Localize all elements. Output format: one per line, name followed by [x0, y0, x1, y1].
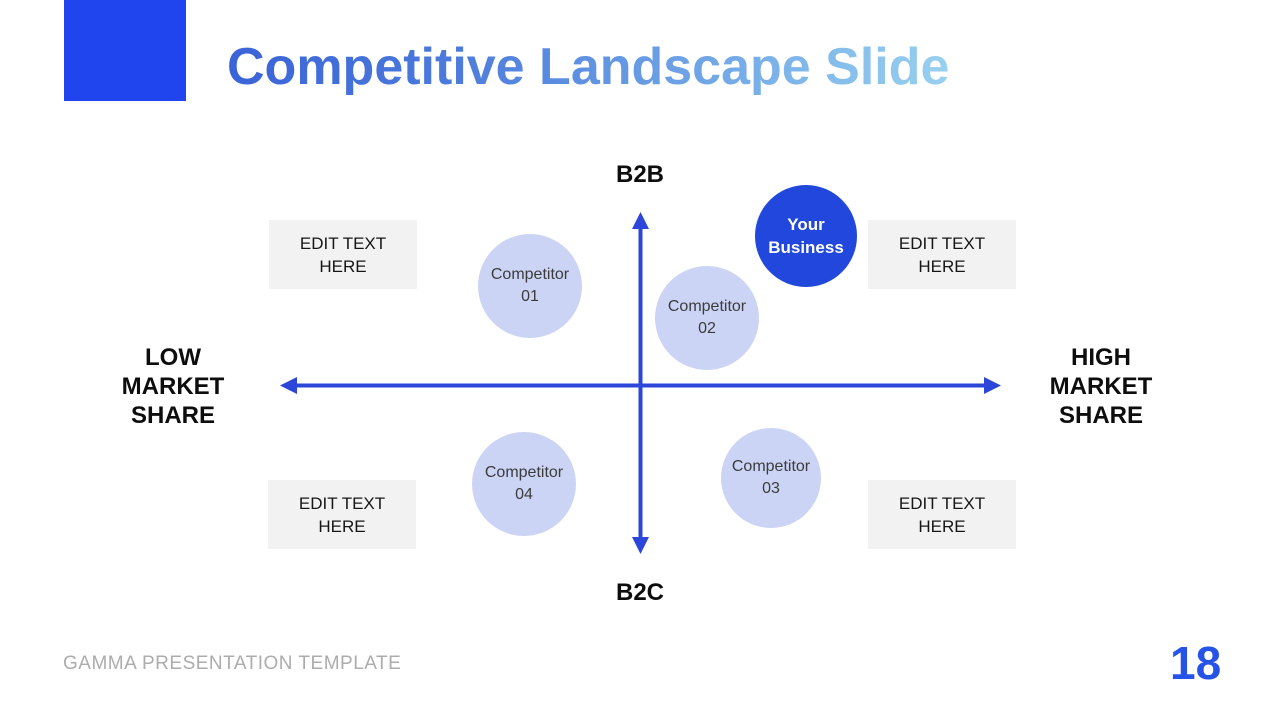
competitor-04-bubble[interactable]: Competitor 04: [472, 432, 576, 536]
competitor-02-bubble[interactable]: Competitor 02: [655, 266, 759, 370]
axis-label-b2c: B2C: [615, 579, 664, 606]
edit-text-placeholder-top-right[interactable]: EDIT TEXT HERE: [868, 220, 1016, 289]
axis-label-low-market-share: LOW MARKET SHARE: [121, 344, 225, 429]
edit-text-placeholder-bottom-left[interactable]: EDIT TEXT HERE: [268, 480, 416, 549]
competitor-01-bubble[interactable]: Competitor 01: [478, 234, 582, 338]
your-business-bubble[interactable]: Your Business: [755, 185, 857, 287]
page-number: 18: [1170, 637, 1222, 689]
edit-text-placeholder-top-left[interactable]: EDIT TEXT HERE: [269, 220, 417, 289]
footer-template-name: GAMMA PRESENTATION TEMPLATE: [63, 653, 402, 674]
axis-label-b2b: B2B: [615, 161, 664, 188]
down-arrowhead-icon: [632, 537, 649, 554]
right-arrowhead-icon: [984, 377, 1001, 394]
slide-title: Competitive Landscape Slide: [227, 38, 987, 96]
axis-label-high-market-share: HIGH MARKET SHARE: [1049, 344, 1153, 429]
up-arrowhead-icon: [632, 212, 649, 229]
left-arrowhead-icon: [280, 377, 297, 394]
edit-text-placeholder-bottom-right[interactable]: EDIT TEXT HERE: [868, 480, 1016, 549]
competitor-03-bubble[interactable]: Competitor 03: [721, 428, 821, 528]
accent-square-decoration: [64, 0, 186, 101]
